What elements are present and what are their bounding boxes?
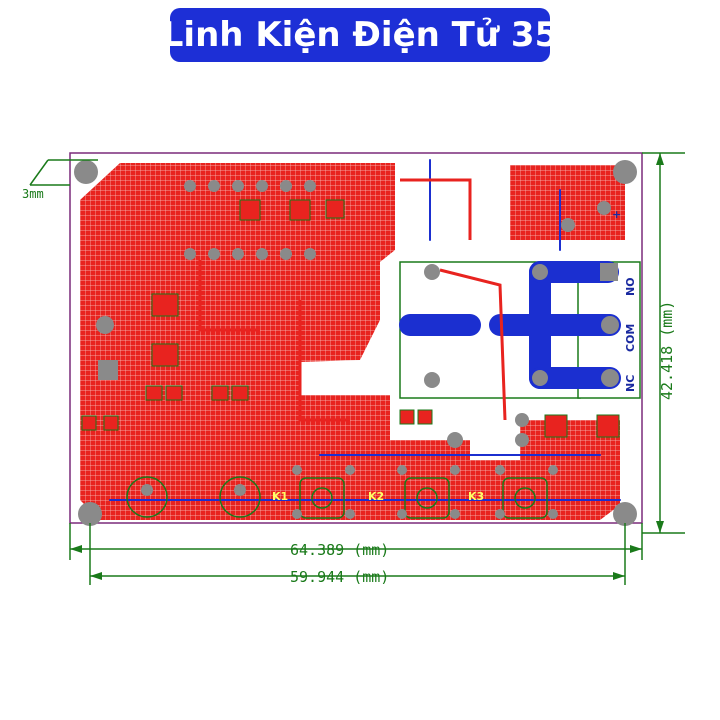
bottom-traces <box>109 159 621 501</box>
switch-1 <box>126 476 168 518</box>
smd-pads <box>81 199 620 438</box>
mounting-holes <box>74 160 637 526</box>
title-banner: Linh Kiện Điện Tử 35 <box>162 8 558 62</box>
dimension-width-inner: 59.944 (mm) <box>290 568 389 586</box>
relay-label-com: COM <box>624 324 637 352</box>
switches <box>126 476 548 519</box>
mount-hole-tl <box>74 160 98 184</box>
banner-title: Linh Kiện Điện Tử 35 <box>161 15 559 55</box>
label-plus: + <box>612 208 621 221</box>
relay-label-no: NO <box>624 277 637 296</box>
top-traces <box>198 178 507 422</box>
mount-hole-bl <box>78 502 102 526</box>
button-pads <box>141 465 558 519</box>
button-k2 <box>404 477 450 519</box>
button-k1 <box>299 477 345 519</box>
ic-pads <box>96 180 611 448</box>
label-k2: K2 <box>368 490 384 503</box>
relay-label-nc: NC <box>624 375 637 392</box>
label-k1: K1 <box>272 490 288 503</box>
dimension-height: 42.418 (mm) <box>658 301 676 400</box>
dimension-lines <box>29 152 685 585</box>
mount-hole-tr <box>613 160 637 184</box>
button-k3 <box>502 477 548 519</box>
relay-pads <box>424 263 619 388</box>
dimension-width-outer: 64.389 (mm) <box>290 541 389 559</box>
switch-2 <box>219 476 261 518</box>
dimension-corner: 3mm <box>22 187 44 201</box>
label-k3: K3 <box>468 490 484 503</box>
mount-hole-br <box>613 502 637 526</box>
